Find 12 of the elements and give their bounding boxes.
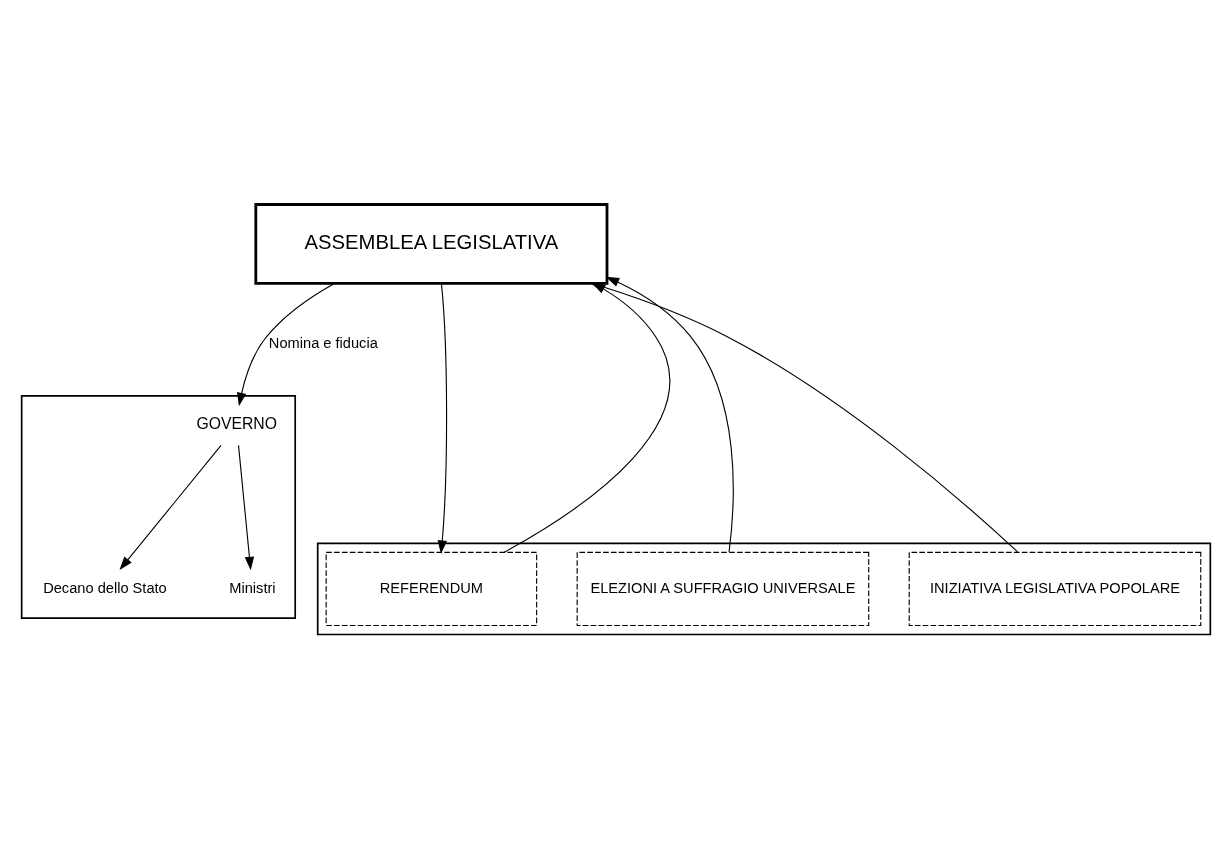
node-box: ASSEMBLEA LEGISLATIVA (254, 203, 609, 285)
node-box: REFERENDUM (325, 551, 538, 627)
node-box: ELEZIONI A SUFFRAGIO UNIVERSALE (576, 551, 870, 627)
node-text: Ministri (229, 579, 276, 596)
edge-label: Nomina e fiducia (268, 334, 378, 351)
arrow (237, 282, 336, 407)
arrow (119, 444, 222, 570)
node-box: INIZIATIVA LEGISLATIVA POPOLARE (908, 551, 1202, 627)
arrow (437, 282, 448, 554)
arrow (237, 444, 255, 571)
node-text: Decano dello Stato (43, 579, 167, 596)
arrow (605, 276, 734, 553)
